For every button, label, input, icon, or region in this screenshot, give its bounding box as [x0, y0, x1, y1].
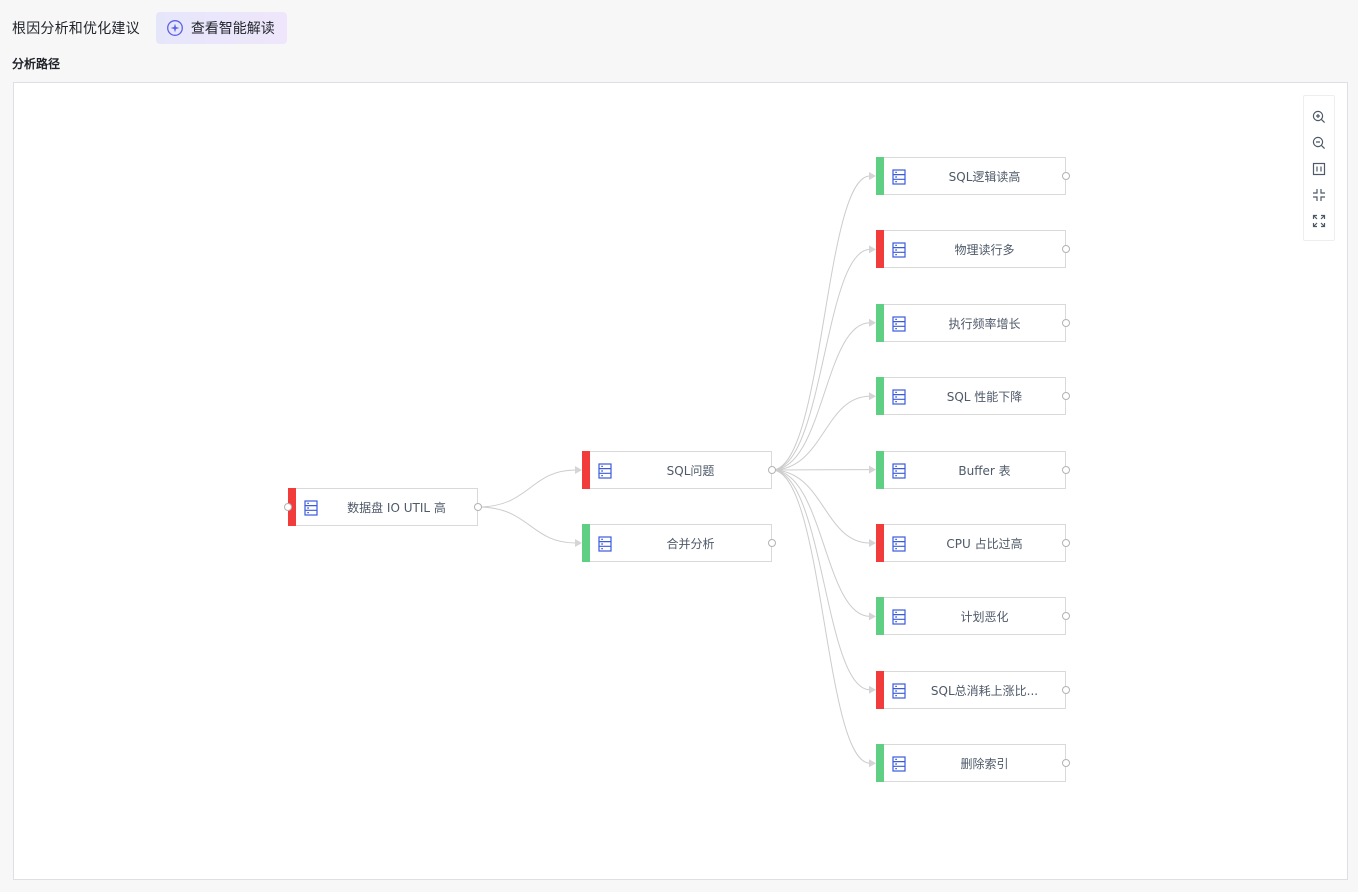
graph-edge [771, 469, 871, 764]
node-output-port[interactable] [768, 539, 776, 547]
graph-node[interactable]: SQL总消耗上涨比... [876, 671, 1070, 709]
edge-arrowhead [869, 172, 876, 180]
table-icon [892, 756, 906, 772]
node-label: Buffer 表 [958, 463, 1011, 478]
node-label: SQL总消耗上涨比... [930, 683, 1039, 698]
table-icon [892, 463, 906, 479]
edge-arrowhead [869, 539, 876, 547]
graph-node[interactable]: Buffer 表 [876, 451, 1070, 489]
edge-arrowhead [869, 245, 876, 254]
node-output-port[interactable] [1062, 539, 1070, 547]
node-label: CPU 占比过高 [946, 536, 1023, 551]
node-output-port[interactable] [1062, 392, 1070, 400]
node-label: SQL问题 [666, 463, 715, 478]
node-label: SQL 性能下降 [946, 389, 1023, 404]
node-label: 合并分析 [666, 536, 715, 551]
graph-node[interactable]: 执行频率增长 [876, 304, 1070, 342]
node-label: 物理读行多 [954, 242, 1015, 257]
graph-node[interactable]: 数据盘 IO UTIL 高 [284, 488, 482, 526]
node-status-bar [876, 744, 884, 782]
node-label: 数据盘 IO UTIL 高 [347, 500, 446, 515]
zoom-in-icon[interactable] [1308, 104, 1330, 130]
table-icon [598, 463, 612, 479]
graph-edge [477, 469, 577, 508]
graph-edge [477, 506, 577, 544]
graph-edge [771, 469, 871, 691]
node-output-port[interactable] [1062, 319, 1070, 327]
node-status-bar [876, 524, 884, 562]
table-icon [598, 536, 612, 552]
fit-view-icon[interactable] [1308, 156, 1330, 182]
node-label: SQL逻辑读高 [948, 169, 1021, 184]
graph-edges [477, 172, 876, 768]
graph-edge [771, 395, 871, 471]
edge-arrowhead [869, 318, 876, 327]
node-input-port[interactable] [284, 503, 292, 511]
table-icon [892, 389, 906, 405]
graph-toolbar [1303, 95, 1335, 241]
graph-node[interactable]: CPU 占比过高 [876, 524, 1070, 562]
node-output-port[interactable] [1062, 612, 1070, 620]
analysis-graph-canvas[interactable]: 数据盘 IO UTIL 高 SQL问题合并分析 SQL逻辑读高物理读行多执行频率增长… [13, 82, 1348, 880]
node-label: 删除索引 [960, 756, 1009, 771]
edge-arrowhead [869, 465, 876, 474]
page-title: 根因分析和优化建议 [12, 21, 140, 37]
graph-node[interactable]: 计划恶化 [876, 597, 1070, 635]
node-label: 执行频率增长 [948, 316, 1021, 331]
edge-arrowhead [869, 759, 876, 768]
node-label: 计划恶化 [960, 609, 1009, 624]
node-output-port[interactable] [1062, 759, 1070, 767]
graph-edge [771, 469, 871, 544]
node-output-port[interactable] [474, 503, 482, 511]
node-status-bar [876, 304, 884, 342]
graph-edge [771, 175, 871, 471]
ai-interpretation-button[interactable]: 查看智能解读 [155, 12, 287, 44]
table-icon [892, 242, 906, 258]
node-status-bar [876, 671, 884, 709]
table-icon [892, 316, 906, 332]
graph-node[interactable]: 物理读行多 [876, 230, 1070, 268]
edge-arrowhead [575, 466, 582, 474]
node-status-bar [876, 230, 884, 268]
table-icon [892, 609, 906, 625]
exit-fullscreen-icon[interactable] [1308, 182, 1330, 208]
node-status-bar [876, 597, 884, 635]
table-icon [892, 683, 906, 699]
node-status-bar [876, 157, 884, 195]
node-status-bar [582, 524, 590, 562]
node-output-port[interactable] [1062, 172, 1070, 180]
ai-button-label: 查看智能解读 [190, 21, 275, 37]
graph-node[interactable]: SQL 性能下降 [876, 377, 1070, 415]
graph-node[interactable]: 删除索引 [876, 744, 1070, 782]
edge-arrowhead [869, 612, 876, 621]
table-icon [892, 536, 906, 552]
graph-node[interactable]: SQL逻辑读高 [876, 157, 1070, 195]
node-output-port[interactable] [1062, 245, 1070, 253]
section-title: 分析路径 [12, 57, 61, 71]
edge-arrowhead [869, 685, 876, 694]
fullscreen-icon[interactable] [1308, 208, 1330, 234]
sparkle-icon [166, 20, 183, 36]
node-status-bar [582, 451, 590, 489]
graph-node[interactable]: 合并分析 [582, 524, 776, 562]
table-icon [892, 169, 906, 185]
zoom-out-icon[interactable] [1308, 130, 1330, 156]
node-output-port[interactable] [768, 466, 776, 474]
node-status-bar [876, 451, 884, 489]
graph-node[interactable]: SQL问题 [582, 451, 776, 489]
node-output-port[interactable] [1062, 686, 1070, 694]
edge-arrowhead [869, 392, 876, 401]
graph-edge [771, 469, 871, 617]
table-icon [304, 500, 318, 516]
header: 根因分析和优化建议 查看智能解读 [12, 12, 287, 44]
node-output-port[interactable] [1062, 466, 1070, 474]
edge-arrowhead [575, 539, 582, 547]
graph-edge [771, 322, 871, 471]
graph-edge [771, 248, 871, 471]
node-status-bar [876, 377, 884, 415]
node-status-bar [288, 488, 296, 526]
